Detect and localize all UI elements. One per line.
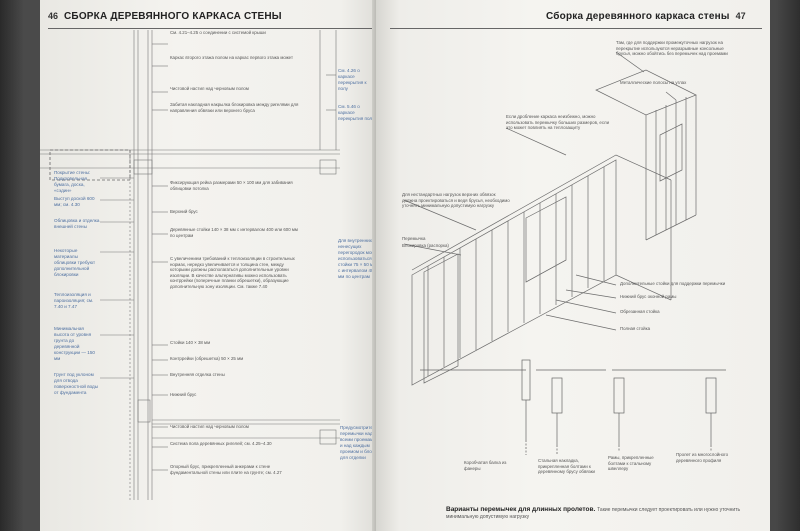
label-glulam: Пролет из многослойного деревянного проф… [676,452,729,463]
label-wall-cover: Покрытие стены: Подкровельная бумага, до… [54,170,91,193]
note-headers: Предусмотрите перемычки над всеми проема… [340,425,377,460]
caption-text: Такие перемычки следует проектировать ил… [446,507,741,520]
label-window-sill: Нижний брус оконной рамы [620,294,677,299]
label-extra-blocking: Некоторые материалы облицовки требуют до… [54,248,96,277]
label-finish-floor-bottom: Чистовой настил над черновым полом [170,424,249,429]
label-overhang: Выступ доской 600 мм; см. 4.30 [54,196,95,207]
label-exterior-cladding: Облицовка и отделка внешней стены [54,218,100,229]
label-larger-header: Если дробление каркаса неизбежно, можно … [506,114,610,131]
label-corner-straps: Металлические полосы на углах [620,80,687,85]
label-studs-size: Стойки 140 × 38 мм [170,340,211,345]
label-interior-finish: Внутренняя отделка стены [170,372,225,377]
note-joist-frame: См. 4.26 о каркасе перекрытия к полу [338,68,367,91]
wall-section-drawing [40,30,340,500]
label-steel-channel: Рамы, прикрепленные болтами к стальному … [608,455,654,472]
label-cripple-stud: Обрезанная стойка [620,309,660,314]
label-steel-flitch: Стальная накладка, прикрепленная болтами… [538,458,595,475]
label-bottom-plate: Нижний брус [170,392,197,397]
label-sill-plate: Опорный брус, прикрепленный анкерами к с… [170,464,282,475]
page-title-right: Сборка деревянного каркаса стены [546,10,730,22]
right-page: Сборка деревянного каркаса стены 47 [376,0,770,531]
label-top-plate: Верхний брус [170,209,198,214]
note-floor-frame: См. 5.46 о каркасе перекрытия пола [338,104,375,121]
label-box-beam: Коробчатая балка из фанеры [464,460,507,471]
header-rule-right [390,28,762,29]
label-studs: Деревянные стойки 140 × 38 мм с интервал… [170,227,298,238]
label-finish-floor-top: Чистовой настил над черновым полом [170,86,249,91]
page-number-right: 47 [735,11,746,21]
label-vapor-barrier: Теплоизоляция и пароизоляция; см. 7.40 и… [54,292,94,309]
note-interior-partitions: Для внутренних ненесущих перегородок мог… [338,238,378,279]
label-min-height: Минимальная высота от уровня грунта до д… [54,326,95,361]
left-page-header: 46 СБОРКА ДЕРЕВЯННОГО КАРКАСА СТЕНЫ [48,6,282,26]
label-blocking-right: Блокировка (распорка) [402,243,449,248]
left-page: 46 СБОРКА ДЕРЕВЯННОГО КАРКАСА СТЕНЫ [40,0,382,531]
page-title-left: СБОРКА ДЕРЕВЯННОГО КАРКАСА СТЕНЫ [64,10,282,22]
label-grade-slope: Грунт под уклоном для отвода поверхностн… [54,372,99,395]
header-rule-left [48,28,374,29]
page-number-left: 46 [48,11,59,21]
label-insulation-note: С увеличением требований к теплоизоляции… [170,256,295,289]
label-roof-connection: См. 4.21–4.25 о соединении с системой кр… [170,30,266,35]
label-second-floor: Каркас второго этажа полом на каркас пер… [170,55,293,60]
label-jack-studs: Дополнительные стойки для поддержки пере… [620,281,726,286]
label-strapping: Контррейки (обрешетка) 50 × 25 мм [170,356,244,361]
label-cantilever: Там, где для поддержки промежуточных наг… [616,40,728,57]
label-nonstandard-loads: Для нестандартных нагрузок верхних обвяз… [402,192,510,209]
label-floor-system: Система пола деревянных ригелей; см. 4.2… [170,441,272,446]
label-header: Перемычка [402,236,426,241]
label-nailer-strip: Фиксирующая рейка размерами 50 × 100 мм … [170,180,293,191]
caption-bold: Варианты перемычек для длинных пролетов. [446,506,596,513]
label-blocking: Забитая накладная накрылка блокировка ме… [170,102,299,113]
wall-frame-isometric [403,51,726,455]
right-page-header: Сборка деревянного каркаса стены 47 [546,6,746,26]
figure-caption: Варианты перемычек для длинных пролетов.… [446,506,756,520]
label-full-stud: Полная стойка [620,326,651,331]
